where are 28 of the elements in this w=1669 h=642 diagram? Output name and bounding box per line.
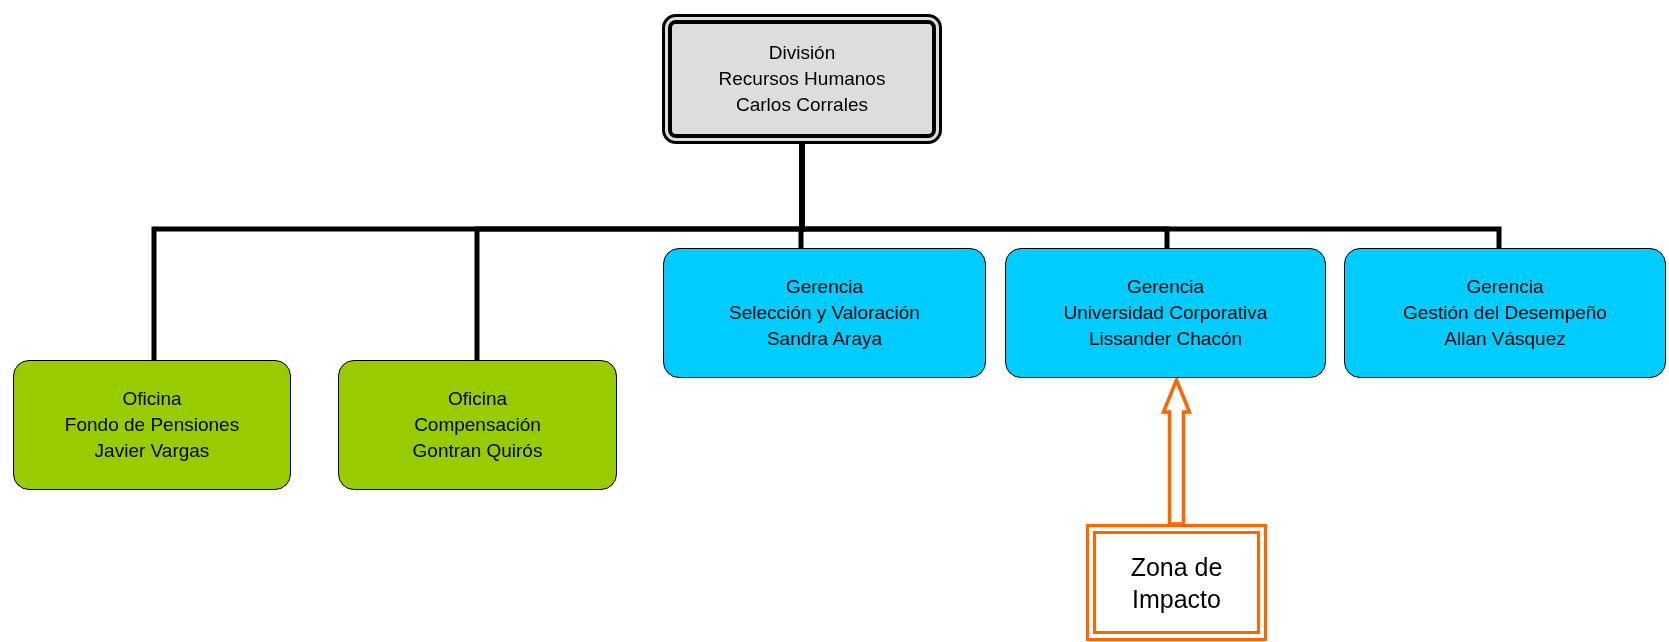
- unit-type: Oficina: [122, 387, 182, 411]
- management-box: [1344, 248, 1666, 378]
- person-name: Carlos Corrales: [736, 93, 868, 117]
- impact-label: Zona de Impacto: [1129, 551, 1224, 615]
- unit-type: Gerencia: [1126, 275, 1205, 299]
- unit-name: Selección y Valoración: [729, 301, 920, 325]
- unit-name: Recursos Humanos: [718, 67, 886, 91]
- unit-name: Gestión del Desempeño: [1403, 301, 1607, 325]
- person-name: Lissander Chacón: [1088, 327, 1243, 351]
- unit-name: Compensación: [414, 413, 541, 437]
- person-name: Gontran Quirós: [412, 439, 543, 463]
- connector-line: [799, 144, 1502, 248]
- unit-type: División: [768, 41, 836, 65]
- hollow-arrow: [1160, 375, 1193, 526]
- unit-type: Oficina: [447, 387, 508, 411]
- unit-name: Universidad Corporativa: [1063, 301, 1268, 325]
- office-box: [338, 360, 617, 490]
- management-box: [1005, 248, 1326, 378]
- unit-type: Gerencia: [785, 275, 864, 299]
- person-name: Javier Vargas: [94, 439, 210, 463]
- office-box: [13, 360, 291, 490]
- person-name: Sandra Araya: [766, 327, 883, 351]
- unit-type: Gerencia: [1466, 275, 1544, 299]
- management-box: [663, 248, 986, 378]
- division-box: [662, 14, 942, 144]
- unit-name: Fondo de Pensiones: [64, 413, 240, 437]
- impact-zone-box: [1086, 524, 1267, 641]
- person-name: Allan Vásquez: [1444, 327, 1566, 351]
